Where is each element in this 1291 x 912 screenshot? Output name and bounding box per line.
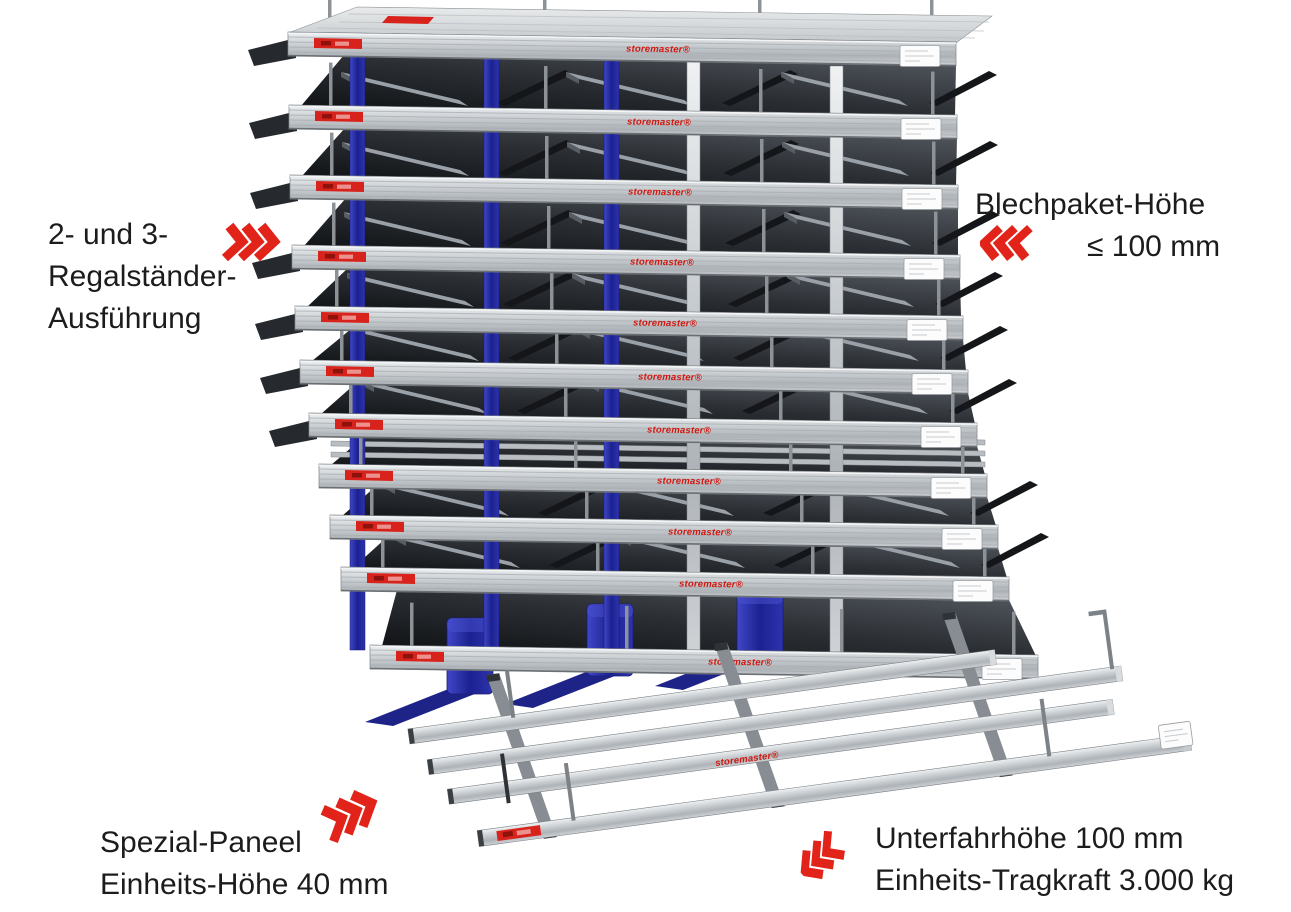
annotation-line: Einheits-Tragkraft 3.000 kg xyxy=(875,864,1235,897)
annotation-right: Blechpaket-Höhe ≤ 100 mm xyxy=(975,184,1220,268)
annotation-bottom-left: Spezial-Paneel Einheits-Höhe 40 mm xyxy=(100,822,388,906)
annotation-line: Einheits-Höhe 40 mm xyxy=(100,868,389,901)
annotation-line: 2- und 3- xyxy=(48,218,169,251)
shelf-beams xyxy=(287,6,1039,681)
brand-patch xyxy=(496,825,542,841)
panel-pins xyxy=(500,609,1115,821)
chevron-left-icon xyxy=(980,225,1033,261)
cantilever-rack xyxy=(248,0,1049,726)
chevron-up-right-icon xyxy=(320,790,378,844)
id-label xyxy=(1158,721,1194,750)
panel-rails xyxy=(407,649,1193,847)
annotation-line: Regalständer- xyxy=(48,260,237,293)
annotation-line: Spezial-Paneel xyxy=(100,826,302,859)
chevron-down-left-icon xyxy=(800,830,845,880)
annotation-bottom-right: Unterfahrhöhe 100 mm Einheits-Tragkraft … xyxy=(875,818,1234,902)
annotation-line: Unterfahrhöhe 100 mm xyxy=(875,822,1184,855)
ground-panel: storemaster® xyxy=(407,609,1194,847)
bottom-deck xyxy=(382,590,1036,656)
annotation-left: 2- und 3- Regalständer- Ausführung xyxy=(48,214,236,340)
annotation-line: Blechpaket-Höhe xyxy=(975,188,1206,221)
annotation-line: ≤ 100 mm xyxy=(1087,230,1221,263)
annotation-line: Ausführung xyxy=(48,302,202,335)
chevron-right-icon xyxy=(222,222,281,262)
